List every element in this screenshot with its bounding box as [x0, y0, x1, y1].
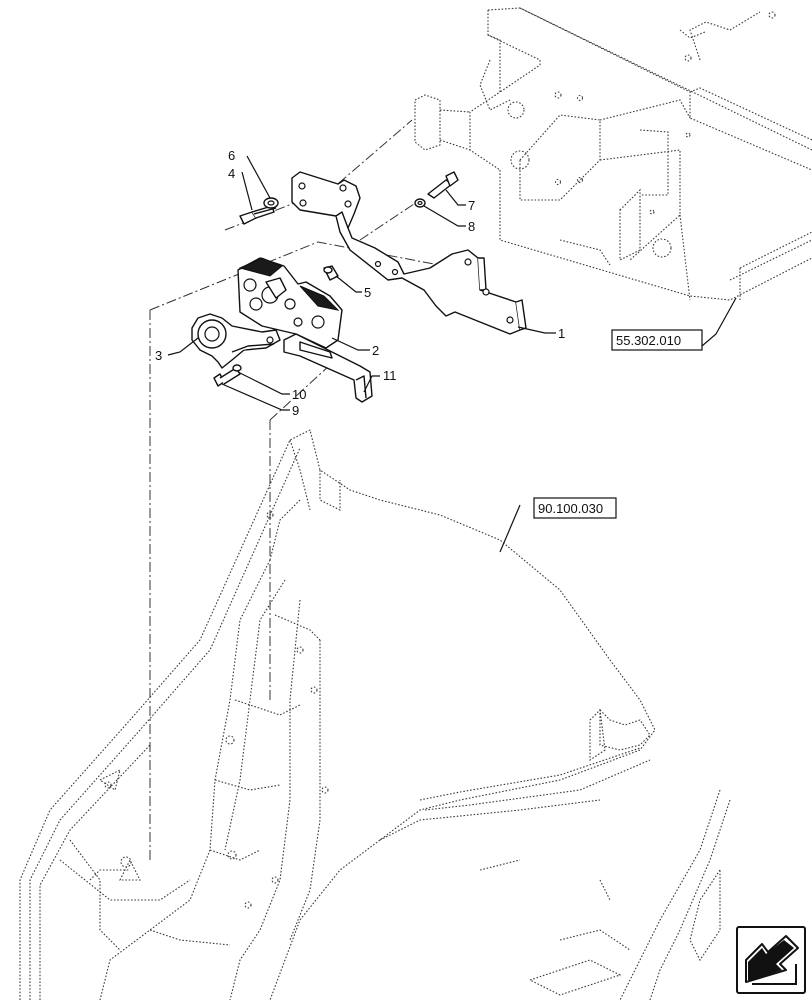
latch-part[interactable]: [237, 257, 343, 349]
leader-lines: [167, 155, 737, 553]
callout-11: 11: [383, 368, 397, 383]
callout-6: 6: [228, 148, 235, 163]
leader-3: [167, 337, 199, 356]
fender-outline: [19, 429, 731, 1000]
callout-3: 3: [155, 348, 162, 363]
strike-plate-part[interactable]: [283, 333, 373, 403]
leader-9: [221, 383, 290, 411]
callout-4: 4: [228, 166, 235, 181]
lever-part[interactable]: [191, 313, 281, 369]
callout-9: 9: [292, 403, 299, 418]
washer-part-8[interactable]: [414, 198, 426, 208]
bolt-part-4[interactable]: [239, 205, 277, 225]
nut-part-10[interactable]: [232, 364, 242, 372]
leader-ref-frame: [701, 297, 737, 347]
leader-ref-fender: [499, 504, 521, 553]
assembly-lines: [149, 119, 456, 860]
callout-7: 7: [468, 198, 475, 213]
callout-10: 10: [292, 387, 306, 402]
callout-labels: 1 2 3 4 5 6 7 8 9 10 11: [155, 148, 565, 418]
leader-1: [517, 326, 556, 334]
reference-fender-text[interactable]: 90.100.030: [538, 501, 603, 516]
washer-part-6[interactable]: [263, 197, 279, 209]
back-arrow-icon: [745, 935, 799, 985]
leader-10: [237, 371, 290, 395]
hinge-bracket-part[interactable]: [291, 171, 527, 335]
back-navigation-button[interactable]: [736, 926, 806, 994]
bolt-part-9[interactable]: [213, 367, 241, 387]
callout-1: 1: [558, 326, 565, 341]
reference-frame-text[interactable]: 55.302.010: [616, 333, 681, 348]
leader-5: [335, 275, 362, 293]
leader-6: [246, 155, 271, 199]
callout-8: 8: [468, 219, 475, 234]
leader-7: [445, 189, 466, 206]
leader-4: [241, 171, 253, 211]
frame-outline: [414, 7, 812, 301]
leader-2: [331, 337, 370, 351]
leader-11: [363, 375, 380, 393]
callout-2: 2: [372, 343, 379, 358]
bolt-part-7[interactable]: [427, 171, 459, 199]
leader-8: [423, 205, 466, 227]
reference-fender-link[interactable]: 90.100.030: [533, 497, 617, 519]
reference-frame-link[interactable]: 55.302.010: [611, 329, 703, 351]
callout-5: 5: [364, 285, 371, 300]
pin-part-5[interactable]: [323, 265, 339, 281]
